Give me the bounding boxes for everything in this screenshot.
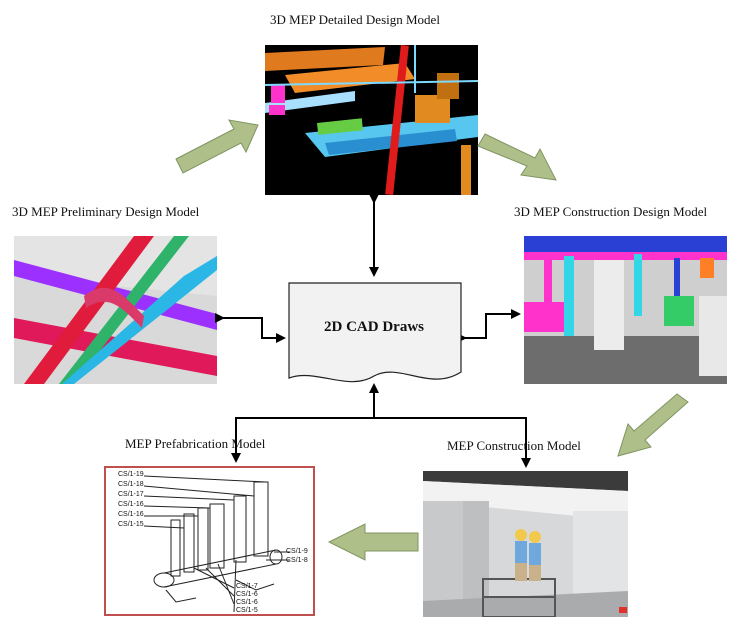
spool-tag: CS/1-9 [286,548,308,555]
spool-tag: CS/1-17 [118,491,144,498]
flow-arrow-to-construction [617,393,689,457]
flow-arrow-to-prefabrication [327,523,419,561]
spool-tag: CS/1-16 [118,511,144,518]
prefabrication-model-title: MEP Prefabrication Model [125,436,266,451]
cad-document-label: 2D CAD Draws [324,319,424,335]
flow-arrow-to-detailed [175,119,259,174]
connector-cad-preliminary [215,313,286,343]
spool-tag: CS/1-16 [118,501,144,508]
prefabrication-model-drawing: CS/1-19 CS/1-18 CS/1-17 CS/1-16 CS/1-16 … [104,466,315,616]
spool-tag: CS/1-7 [236,583,258,590]
construction-model-photo [423,471,628,617]
spool-tags-left: CS/1-19 CS/1-18 CS/1-17 CS/1-16 CS/1-16 … [118,470,144,530]
detailed-design-model-image [265,45,478,195]
spool-tag: CS/1-18 [118,481,144,488]
preliminary-design-model-image [14,236,217,384]
spool-tag: CS/1-19 [118,471,144,478]
construction-model-title: MEP Construction Model [447,438,581,453]
spool-tag: CS/1-6 [236,591,258,598]
spool-tag: CS/1-15 [118,521,144,528]
connector-cad-construction-design [457,309,521,343]
connector-cad-prefabrication [231,417,374,463]
detailed-design-model-title: 3D MEP Detailed Design Model [270,12,440,27]
construction-design-model-image [524,236,727,384]
spool-tags-right: CS/1-9 CS/1-8 [286,547,308,565]
spool-tags-bottom: CS/1-7 CS/1-6 CS/1-6 CS/1-5 [236,583,258,614]
construction-design-model-title: 3D MEP Construction Design Model [514,204,708,219]
spool-tag: CS/1-5 [236,607,258,614]
flow-arrow-to-construction-design [477,133,557,181]
cad-document-shape [288,282,462,383]
spool-tag: CS/1-8 [286,557,308,564]
connector-cad-construction [374,417,531,468]
spool-tag: CS/1-6 [236,599,258,606]
preliminary-design-model-title: 3D MEP Preliminary Design Model [12,204,200,219]
